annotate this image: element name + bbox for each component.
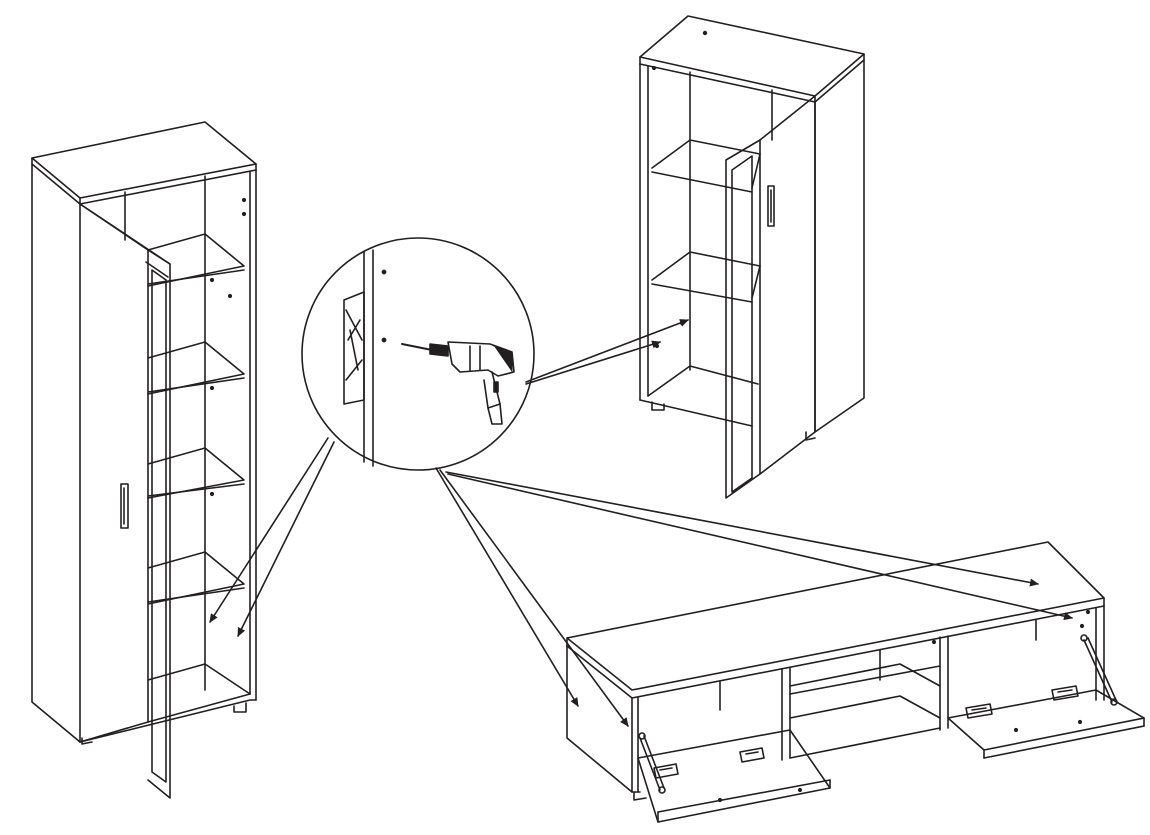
tv-stand-right-flap-hinge-2 xyxy=(1051,685,1079,701)
power-drill-icon xyxy=(447,341,515,425)
tall-cabinet-shelf-3 xyxy=(147,447,245,499)
detail-circle xyxy=(301,237,535,471)
tall-cabinet-top xyxy=(31,121,257,199)
short-cabinet-top xyxy=(639,15,865,97)
tall-cabinet-door-glass xyxy=(151,269,167,783)
tall-cabinet-handle xyxy=(120,483,129,529)
tall-cabinet-shelf-2 xyxy=(147,341,245,395)
arrow-to-short-cabinet-2 xyxy=(525,340,661,385)
tall-cabinet-side xyxy=(31,163,81,743)
short-cabinet xyxy=(639,15,865,499)
tv-stand-left-flap-hinge-2 xyxy=(739,747,765,763)
arrow-to-short-cabinet-1 xyxy=(525,319,689,383)
tv-stand-middle-shelf xyxy=(789,663,941,687)
tall-cabinet xyxy=(31,121,257,799)
tv-stand-side xyxy=(566,645,633,793)
tall-cabinet-shelf-4 xyxy=(147,551,245,605)
arrow-to-tv-stand-left-2 xyxy=(439,469,629,727)
arrow-to-tv-stand-right-1 xyxy=(445,471,1039,587)
tall-cabinet-shelf-1 xyxy=(147,233,245,287)
tv-stand-left-flap-hinge-1 xyxy=(653,763,679,779)
arrow-to-tv-stand-right-2 xyxy=(447,473,1073,621)
short-cabinet-door-glass xyxy=(731,155,753,493)
drill-detail-callout xyxy=(301,237,535,471)
tv-stand-right-flap-hinge-1 xyxy=(965,703,993,719)
short-cabinet-door xyxy=(759,95,816,475)
short-cabinet-shelf-2 xyxy=(651,251,761,299)
arrow-to-tv-stand-left-1 xyxy=(435,467,579,707)
arrow-to-tall-cabinet-2 xyxy=(237,441,335,637)
instruction-arrows xyxy=(209,319,1073,727)
arrow-to-tall-cabinet-1 xyxy=(209,437,329,623)
tv-stand xyxy=(566,541,1145,823)
short-cabinet-handle xyxy=(767,185,775,227)
tall-cabinet-door xyxy=(79,203,149,743)
short-cabinet-shelf-1 xyxy=(651,139,761,189)
short-cabinet-side xyxy=(814,59,865,433)
